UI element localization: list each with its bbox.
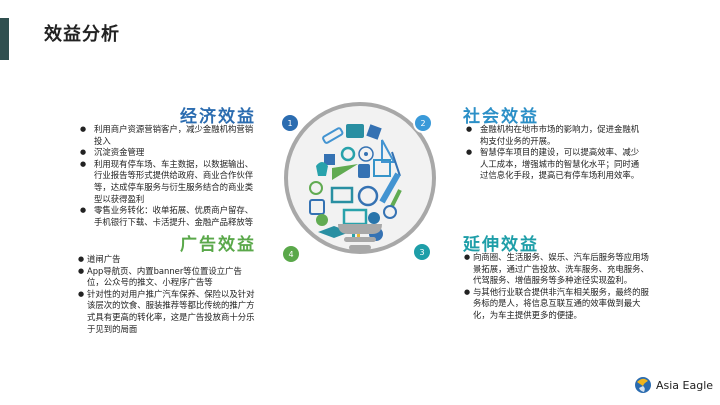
social-list: 金融机构在地市市场的影响力，促进金融机构支付业务的开展。 智慧停车项目的建设，可… — [466, 124, 646, 182]
extension-list: 向商圈、生活服务、娱乐、汽车后服务等应用场景拓展，通过广告投放、洗车服务、充电服… — [464, 252, 650, 322]
company-logo: Asia Eagle — [634, 376, 713, 394]
list-item: 沉淀资金管理 — [80, 147, 260, 159]
list-item: 利用商户资源营销客户，减少金融机构营销投入 — [80, 124, 260, 147]
bulb-base-icon — [338, 224, 382, 250]
eagle-logo-icon — [635, 377, 651, 393]
list-item: 道闸广告 — [78, 254, 258, 266]
list-item: 向商圈、生活服务、娱乐、汽车后服务等应用场景拓展，通过广告投放、洗车服务、充电服… — [464, 252, 650, 287]
page-title: 效益分析 — [44, 24, 120, 45]
list-item: 与其他行业联合提供非汽车相关服务，最终的服务标的是人，将信息互联互通的效率做到最… — [464, 287, 650, 322]
badge-advertising: 4 — [281, 244, 301, 264]
social-title: 社会效益 — [463, 107, 539, 127]
list-item: App导航页、内置banner等位置设立广告位，公众号的推文、小程序广告等 — [78, 266, 258, 289]
center-circle — [284, 102, 436, 254]
advertising-list: 道闸广告 App导航页、内置banner等位置设立广告位，公众号的推文、小程序广… — [78, 254, 258, 335]
economic-list: 利用商户资源营销客户，减少金融机构营销投入 沉淀资金管理 利用现有停车场、车主数… — [80, 124, 260, 228]
list-item: 零售业务转化：收单拓展、优质商户留存、手机银行下载、卡活提升、金融产品释放等 — [80, 205, 260, 228]
list-item: 金融机构在地市市场的影响力，促进金融机构支付业务的开展。 — [466, 124, 646, 147]
list-item: 针对性的对用户推广汽车保养、保险以及针对该层次的饮食、服装推荐等都比传统的推广方… — [78, 289, 258, 335]
extension-title: 延伸效益 — [463, 235, 539, 255]
badge-economic: 1 — [280, 113, 300, 133]
accent-bar — [0, 18, 9, 60]
logo-text: Asia Eagle — [656, 378, 714, 392]
badge-social: 2 — [413, 113, 433, 133]
list-item: 智慧停车项目的建设，可以提高效率、减少人工成本，增强城市的智慧化水平；同时通过信… — [466, 147, 646, 182]
list-item: 利用现有停车场、车主数据，以数据输出、行业报告等形式提供给政府、商业合作伙伴等，… — [80, 159, 260, 205]
economic-title: 经济效益 — [180, 107, 256, 127]
advertising-title: 广告效益 — [180, 235, 256, 255]
badge-extension: 3 — [412, 242, 432, 262]
